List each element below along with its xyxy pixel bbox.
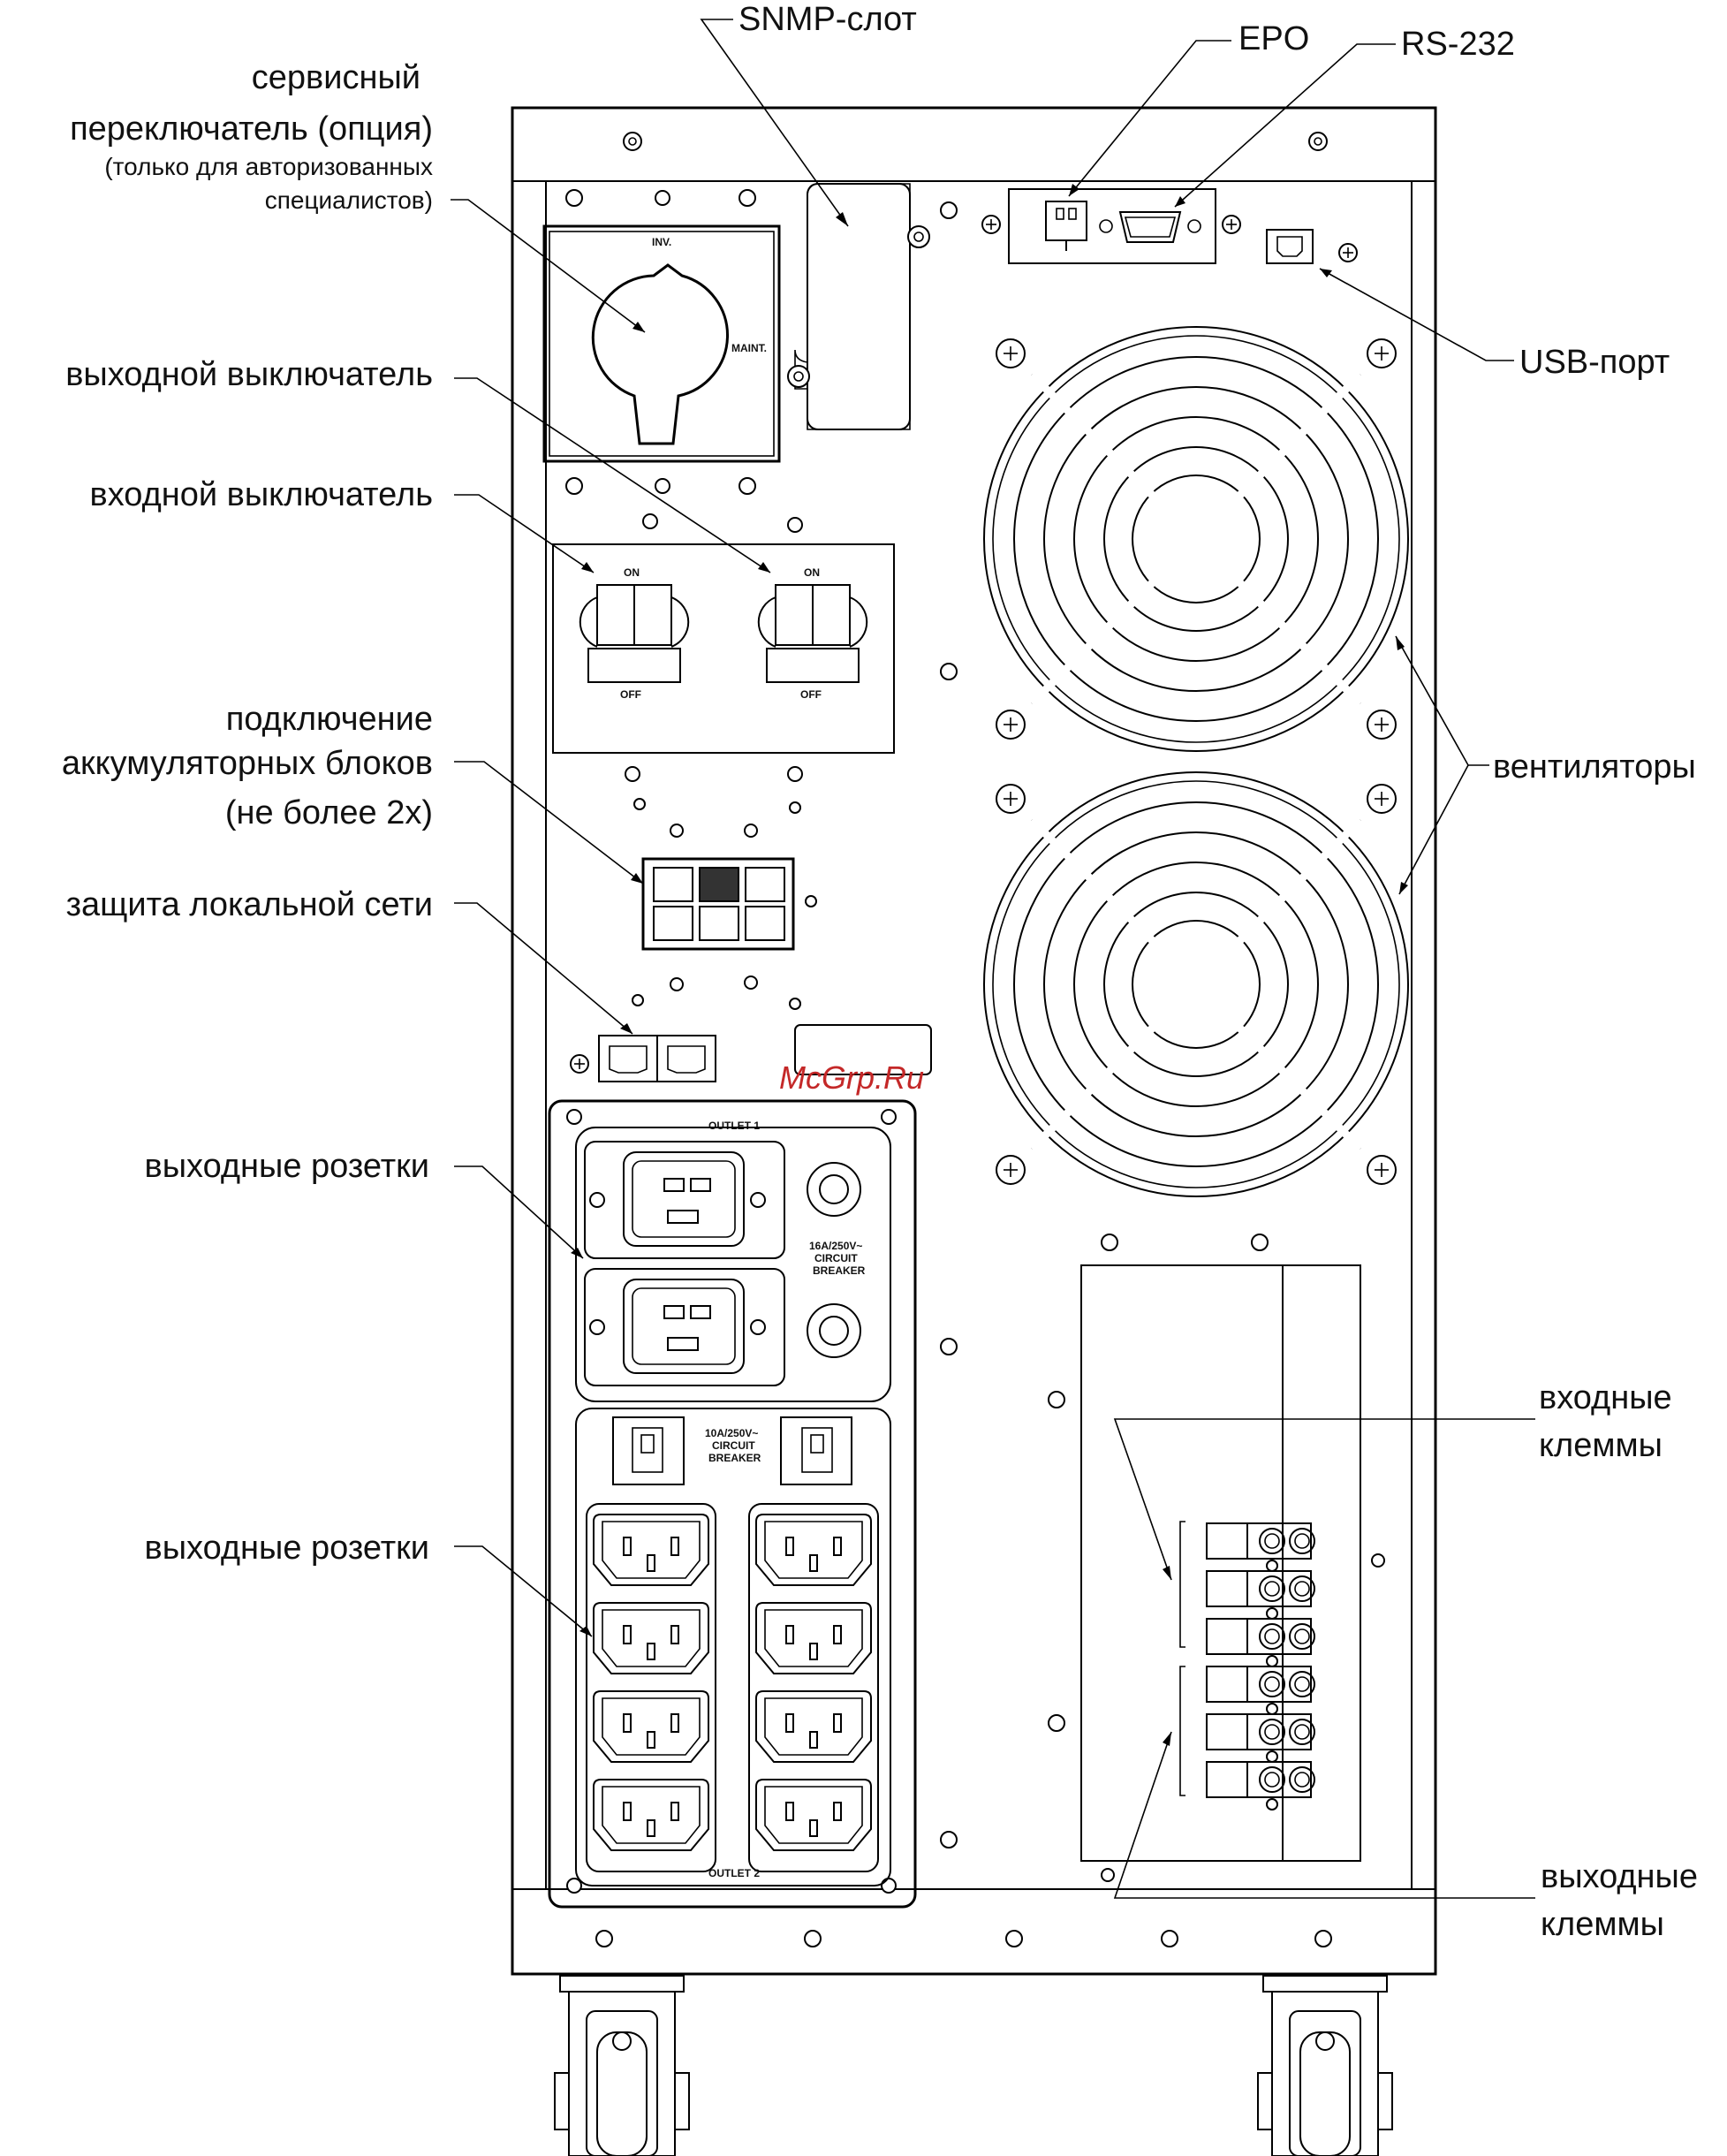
breaker10-text-3: BREAKER bbox=[708, 1452, 761, 1464]
terminal-block bbox=[1080, 1264, 1361, 1862]
battery-connector bbox=[641, 857, 795, 951]
label-battery-2: аккумуляторных блоков bbox=[62, 745, 433, 782]
c19-socket bbox=[623, 1279, 745, 1374]
label-snmp-slot: SNMP-слот bbox=[739, 1, 917, 38]
inv-mark: INV. bbox=[652, 236, 671, 248]
c13-socket bbox=[593, 1514, 709, 1586]
c13-socket bbox=[755, 1690, 872, 1763]
terminal-array bbox=[1179, 1521, 1315, 1811]
c19-socket bbox=[623, 1151, 745, 1247]
breaker10-text-2: CIRCUIT bbox=[712, 1439, 755, 1452]
label-service-switch-3: (только для авторизованных bbox=[104, 153, 433, 180]
label-output-terminals-1: выходные bbox=[1541, 1858, 1698, 1895]
outlet-group-1: 16A/250V~ CIRCUIT BREAKER bbox=[575, 1127, 891, 1402]
output-breaker: ON OFF bbox=[579, 566, 690, 701]
input-breaker: ON OFF bbox=[757, 566, 868, 701]
label-rs232: RS-232 bbox=[1401, 26, 1515, 63]
label-lan-protection: защита локальной сети bbox=[66, 886, 433, 923]
watermark: McGrp.Ru bbox=[779, 1059, 924, 1096]
comm-panel bbox=[981, 188, 1241, 264]
wheel-left bbox=[554, 1975, 690, 2156]
label-battery-1: подключение bbox=[226, 701, 433, 738]
c13-socket bbox=[593, 1602, 709, 1674]
label-service-switch-2: переключатель (опция) bbox=[70, 110, 433, 148]
output-terminal bbox=[1206, 1713, 1315, 1763]
on-mark-2: ON bbox=[804, 566, 820, 579]
outlet-group-2: 10A/250V~ CIRCUIT BREAKER OUTLET 2 bbox=[575, 1408, 891, 1886]
wheels bbox=[554, 1975, 1393, 2156]
c13-socket bbox=[593, 1779, 709, 1851]
label-output-breaker: выходной выключатель bbox=[65, 356, 433, 393]
label-output-sockets-2: выходные розетки bbox=[145, 1530, 430, 1567]
label-epo: EPO bbox=[1238, 20, 1309, 57]
breaker16-text-1: 16A/250V~ bbox=[809, 1240, 862, 1252]
breaker16-text-2: CIRCUIT bbox=[814, 1252, 858, 1264]
label-usb-port: USB-порт bbox=[1519, 344, 1670, 381]
label-battery-3: (не более 2х) bbox=[225, 794, 433, 831]
label-output-sockets-1: выходные розетки bbox=[145, 1148, 430, 1185]
label-input-terminals-1: входные bbox=[1539, 1379, 1672, 1416]
off-mark-1: OFF bbox=[620, 688, 641, 701]
breaker10-text-1: 10A/250V~ bbox=[705, 1427, 758, 1439]
service-switch: INV. MAINT. bbox=[542, 224, 781, 463]
usb-port bbox=[1266, 229, 1358, 264]
maint-mark: MAINT. bbox=[731, 342, 767, 354]
label-output-terminals-2: клеммы bbox=[1541, 1906, 1664, 1943]
callouts: SNMP-слот EPO RS-232 USB-порт сервисный … bbox=[62, 1, 1698, 1943]
label-service-switch-1: сервисный bbox=[252, 59, 420, 96]
outlet1-mark: OUTLET 1 bbox=[708, 1120, 760, 1132]
label-input-terminals-2: клеммы bbox=[1539, 1427, 1663, 1464]
epo-connector bbox=[1045, 201, 1087, 251]
outlet2-mark: OUTLET 2 bbox=[708, 1867, 760, 1879]
breaker-panel: ON OFF ON OFF bbox=[552, 543, 895, 754]
label-fans: вентиляторы bbox=[1493, 748, 1696, 786]
fan bbox=[983, 326, 1409, 752]
c13-socket-array bbox=[593, 1514, 872, 1851]
off-mark-2: OFF bbox=[800, 688, 822, 701]
label-service-switch-4: специалистов) bbox=[265, 186, 433, 214]
ups-housing bbox=[511, 106, 1437, 1976]
output-terminal bbox=[1206, 1761, 1315, 1811]
label-input-breaker: входной выключатель bbox=[90, 476, 433, 513]
blank-plate bbox=[794, 1024, 932, 1075]
fans bbox=[983, 326, 1409, 1197]
on-mark-1: ON bbox=[624, 566, 640, 579]
c13-socket bbox=[755, 1514, 872, 1586]
lan-protection-ports bbox=[570, 1035, 716, 1082]
input-terminal bbox=[1206, 1522, 1315, 1572]
outlet-panel: OUTLET 1 16A/250 bbox=[548, 1099, 917, 1909]
input-terminal bbox=[1206, 1618, 1315, 1667]
c13-socket bbox=[755, 1602, 872, 1674]
leader-lines bbox=[451, 19, 1535, 1899]
fan bbox=[983, 771, 1409, 1197]
rs232-connector bbox=[1099, 211, 1201, 243]
snmp-slot bbox=[787, 183, 930, 430]
breaker16-text-3: BREAKER bbox=[813, 1264, 866, 1277]
input-terminal bbox=[1206, 1570, 1315, 1620]
c13-socket bbox=[755, 1779, 872, 1851]
output-terminal bbox=[1206, 1666, 1315, 1715]
c13-socket bbox=[593, 1690, 709, 1763]
wheel-right bbox=[1257, 1975, 1393, 2156]
